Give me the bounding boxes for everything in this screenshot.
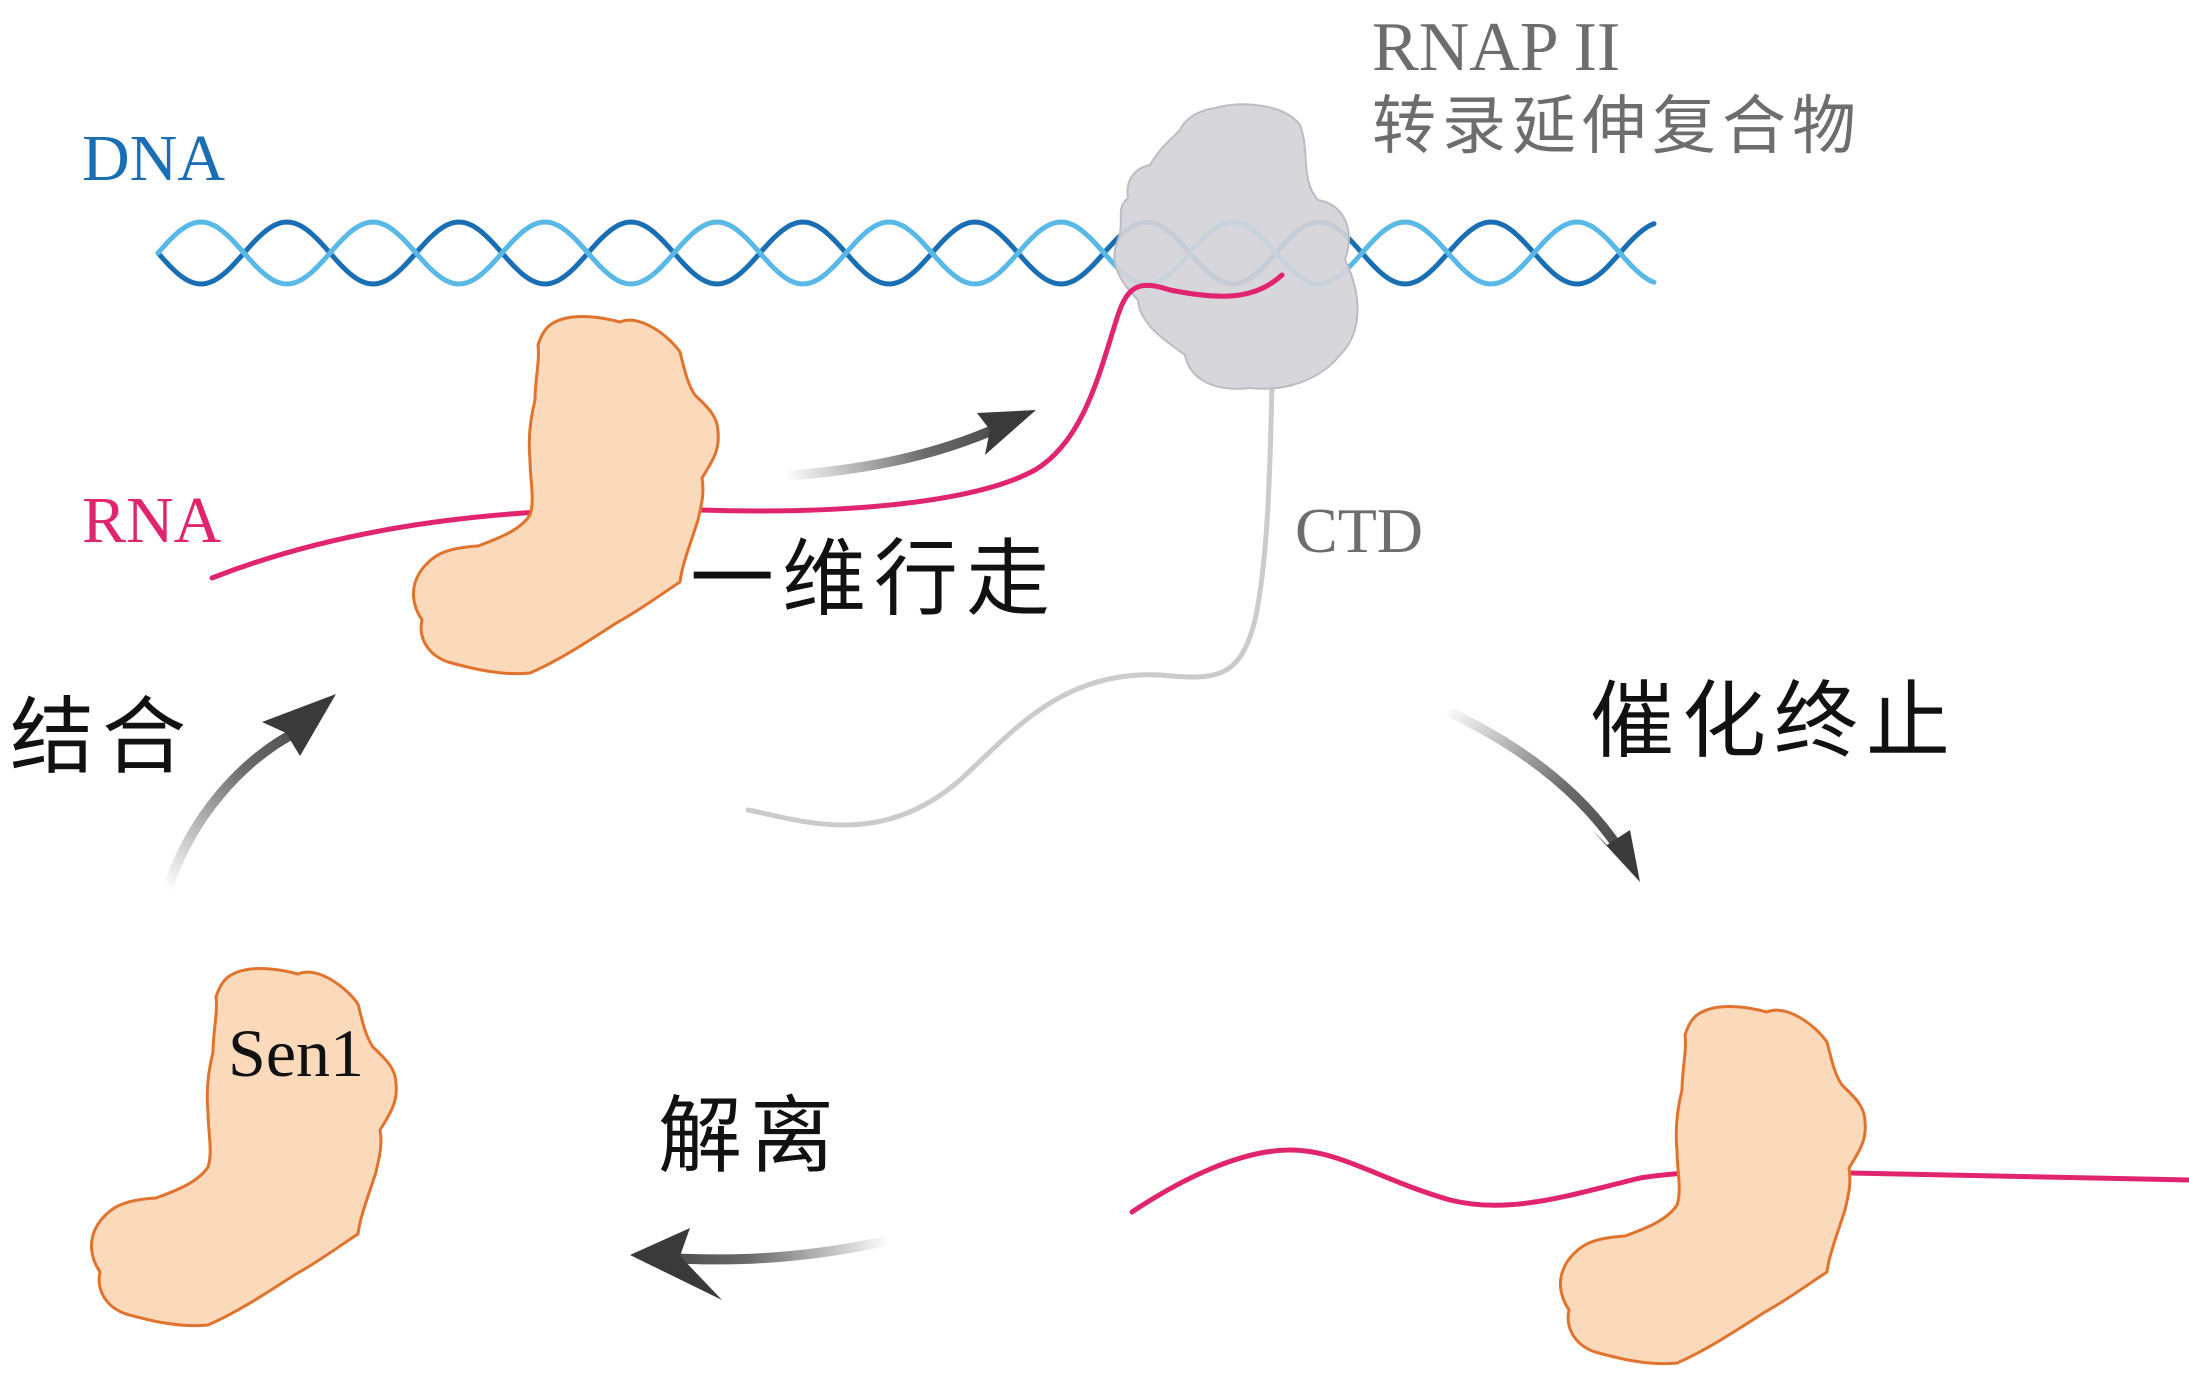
arrow-term-head: [1592, 830, 1640, 882]
arrow-catalyze-termination: [1440, 705, 1640, 882]
catalyze-termination-label: 催化终止: [1590, 672, 1958, 770]
dna-strand-light: [155, 219, 1657, 287]
sen1-free: [90, 967, 398, 1328]
sen1-bound-upper: [412, 315, 720, 676]
rna-label: RNA: [82, 484, 222, 557]
sen1-shape: [90, 967, 398, 1328]
arrow-walk-head: [977, 410, 1036, 455]
dna-label: DNA: [82, 122, 225, 195]
dna-strand-dark: [155, 219, 1657, 287]
arrow-diss-shaft: [660, 1235, 895, 1265]
rnap-ii-complex: [1113, 103, 1359, 390]
ctd-label: CTD: [1295, 495, 1423, 566]
rna-fragment-lower: [1129, 1147, 2189, 1215]
one-d-walk-label: 一维行走: [690, 530, 1058, 628]
ctd-tail: [745, 382, 1275, 828]
sen1-shape: [412, 315, 720, 676]
arrow-diss-head: [630, 1228, 722, 1300]
rna-transcript-upper: [209, 272, 1285, 581]
arrow-walk-shaft: [780, 422, 1005, 481]
arrow-one-d-walk: [780, 410, 1036, 481]
dna-double-helix: [155, 219, 1657, 287]
sen1-label: Sen1: [228, 1015, 364, 1091]
arrow-binding: [163, 694, 336, 893]
arrow-binding-shaft: [163, 725, 305, 893]
arrow-binding-head: [262, 694, 336, 756]
sen1-lower: [1559, 1005, 1867, 1366]
rnap-label-line1: RNAP II: [1372, 9, 1620, 86]
dissociation-label: 解离: [658, 1087, 842, 1185]
binding-label: 结合: [10, 688, 194, 786]
rnap-label-line2: 转录延伸复合物: [1372, 90, 1862, 164]
sen1-shape: [1559, 1005, 1867, 1366]
arrow-dissociation: [630, 1228, 895, 1300]
arrow-term-shaft: [1440, 705, 1625, 855]
